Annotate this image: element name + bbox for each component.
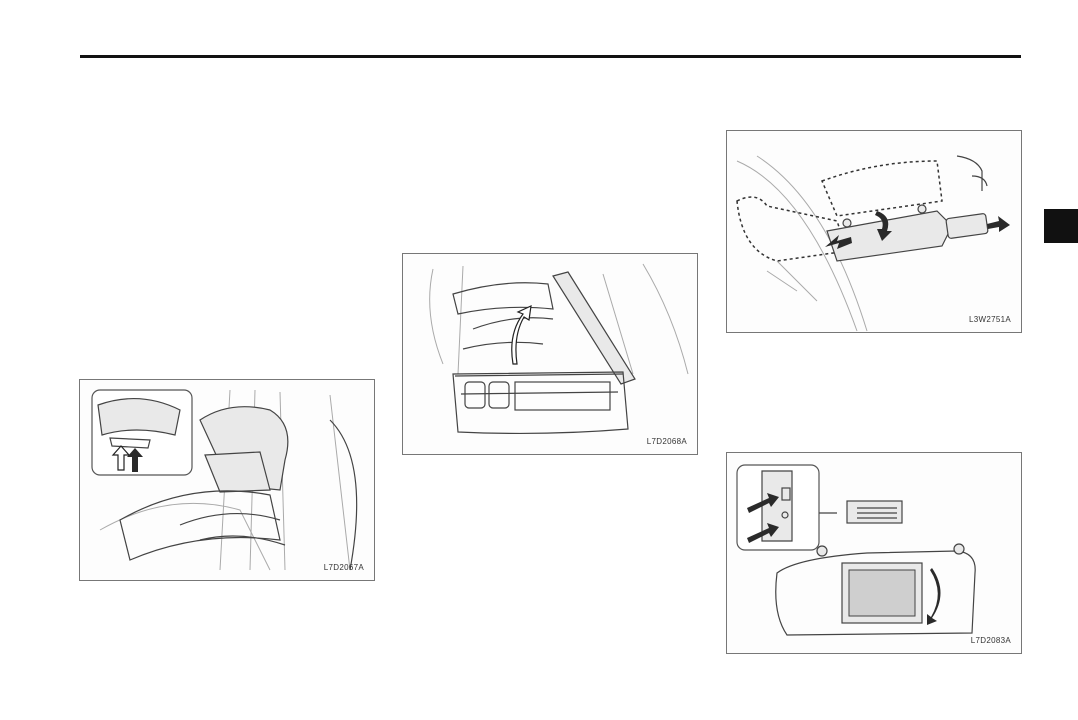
figure-code: L3W2751A: [969, 315, 1011, 324]
figure-sun-visor-swing: L3W2751A: [726, 130, 1022, 333]
figure-console-box-open: L7D2068A: [402, 253, 698, 455]
visor-panel: [827, 211, 952, 261]
right-arrow-icon: [987, 216, 1010, 232]
console-box-illustration: [403, 254, 697, 454]
sun-visor-illustration: [727, 131, 1021, 332]
figure-code: L7D2067A: [324, 563, 364, 572]
lamp-housing: [847, 501, 902, 523]
figure-armrest-lid-release: L7D2067A: [79, 379, 375, 581]
header-rule: [80, 55, 1021, 58]
vanity-mirror-illustration: [727, 453, 1021, 653]
console-lid: [553, 272, 635, 384]
curved-arrow-icon: [512, 306, 531, 364]
armrest-illustration: [80, 380, 374, 580]
figure-code: L7D2083A: [971, 636, 1011, 645]
figure-code: L7D2068A: [647, 437, 687, 446]
figure-vanity-mirror-lamp: L7D2083A: [726, 452, 1022, 654]
section-tab-marker: [1044, 209, 1078, 243]
rotate-arrow-icon: [927, 568, 941, 625]
